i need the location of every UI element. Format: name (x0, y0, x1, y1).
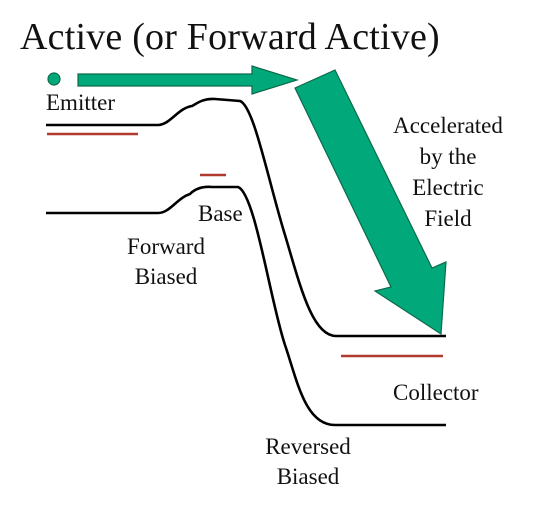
accelerated-line-4: Field (424, 206, 472, 231)
valence-band-edge (46, 185, 446, 427)
injection-arrow (77, 65, 300, 95)
reversed-biased-label: Reversed Biased (248, 432, 368, 492)
forward-biased-line-2: Biased (134, 264, 198, 289)
accelerated-line-3: Electric (412, 175, 484, 200)
emitter-label: Emitter (46, 90, 115, 115)
accelerated-line-2: by the (419, 144, 477, 169)
reversed-biased-line-1: Reversed (265, 434, 351, 459)
diagram-title: Active (or Forward Active) (20, 16, 440, 58)
electron-dot (47, 72, 61, 86)
acceleration-arrow (294, 69, 447, 336)
base-label: Base (198, 201, 243, 226)
conduction-band-edge (46, 97, 446, 338)
reversed-biased-line-2: Biased (276, 464, 340, 489)
forward-biased-label: Forward Biased (106, 232, 226, 292)
accelerated-line-1: Accelerated (393, 113, 503, 138)
collector-label: Collector (393, 380, 479, 405)
accelerated-label: Accelerated by the Electric Field (373, 110, 523, 234)
forward-biased-line-1: Forward (127, 234, 205, 259)
